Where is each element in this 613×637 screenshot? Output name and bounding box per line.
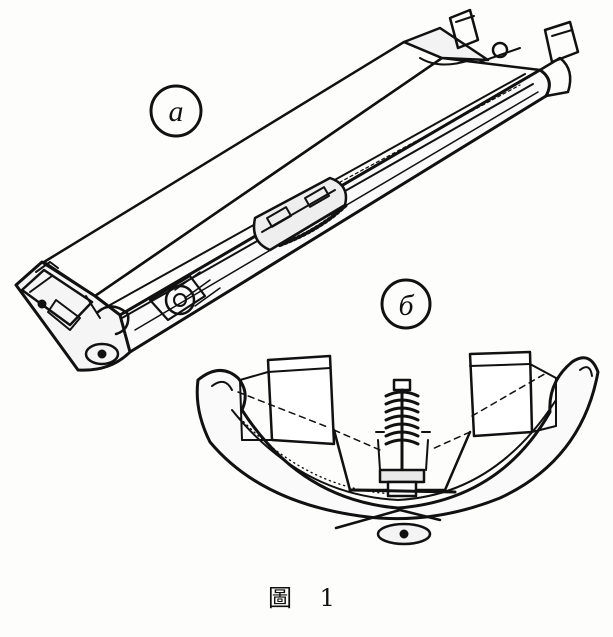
housing-assembly-a <box>14 8 580 372</box>
label-circle-a <box>149 84 203 138</box>
housing-far-end <box>402 8 580 98</box>
right-block <box>468 350 557 438</box>
label-a: a <box>169 95 184 128</box>
label-circle-b <box>380 278 432 330</box>
left-block <box>237 354 336 446</box>
outer-shell <box>195 356 600 521</box>
housing-near-end <box>14 260 207 372</box>
spring-assembly <box>334 378 457 546</box>
center-slide-block <box>252 176 348 252</box>
figure-caption: 圖 1 <box>268 584 345 612</box>
label-b: б <box>398 289 414 322</box>
cross-section-b <box>195 350 600 546</box>
